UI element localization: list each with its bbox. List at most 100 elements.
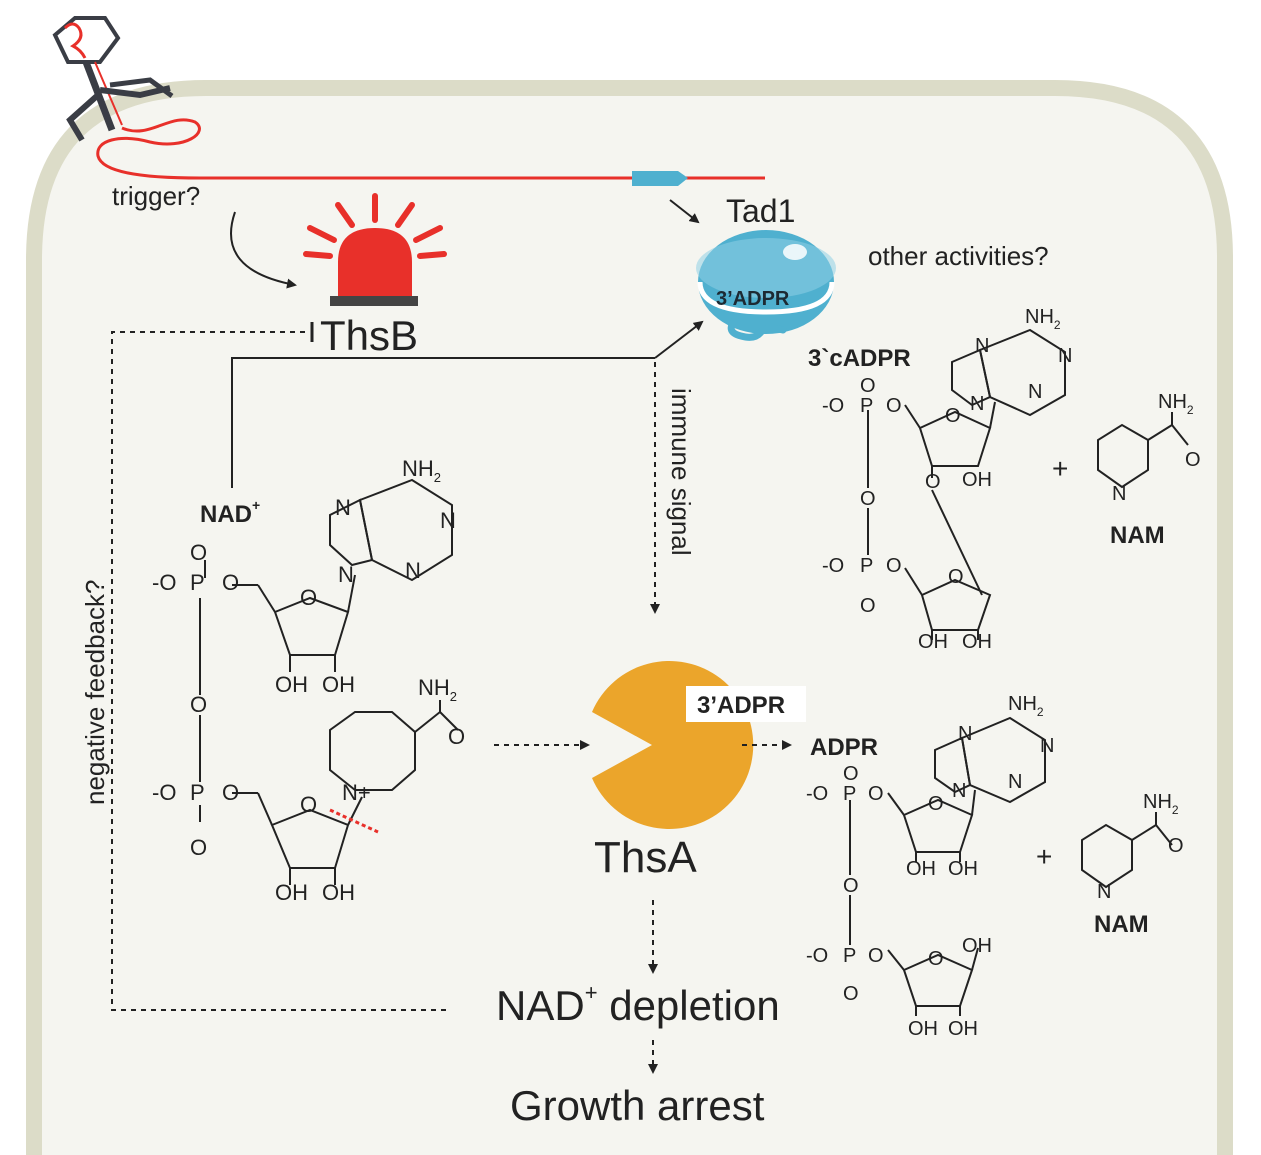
- svg-text:OH: OH: [948, 1018, 978, 1040]
- alarm-icon: [303, 193, 447, 306]
- svg-text:N: N: [1028, 381, 1042, 403]
- svg-text:N: N: [1008, 771, 1022, 793]
- svg-text:N: N: [335, 495, 351, 520]
- cadpr-atoms: NH2 N N N N O -O P O O O O OH -O P O O O…: [822, 306, 1201, 653]
- svg-text:N: N: [405, 558, 421, 583]
- svg-text:O: O: [843, 763, 859, 785]
- svg-text:OH: OH: [908, 1018, 938, 1040]
- svg-text:O: O: [860, 375, 876, 397]
- svg-text:OH: OH: [948, 858, 978, 880]
- thsa-product-box: [686, 686, 806, 722]
- svg-text:O: O: [222, 570, 239, 595]
- svg-text:N: N: [975, 335, 989, 357]
- svg-text:O: O: [860, 595, 876, 617]
- svg-text:-O: -O: [806, 945, 828, 967]
- svg-text:P: P: [860, 555, 873, 577]
- signal-to-tad1-arrow: [654, 320, 704, 359]
- svg-text:N: N: [440, 508, 456, 533]
- nad-structure: [199, 478, 459, 885]
- svg-text:P: P: [860, 395, 873, 417]
- svg-text:O: O: [928, 793, 944, 815]
- thsb-to-signal-line: [231, 357, 655, 488]
- svg-text:OH: OH: [906, 858, 936, 880]
- tad1-label: Tad1: [726, 193, 795, 229]
- svg-text:O: O: [190, 540, 207, 565]
- svg-text:OH: OH: [918, 631, 948, 653]
- thsb-label: ThsB: [320, 312, 418, 359]
- svg-text:O: O: [843, 875, 859, 897]
- svg-text:+: +: [1036, 841, 1052, 872]
- thsa-label: ThsA: [594, 833, 697, 882]
- tad1-protein: [696, 230, 836, 341]
- svg-text:O: O: [190, 835, 207, 860]
- svg-text:NH2: NH2: [402, 456, 441, 485]
- immune-signal-label: immune signal: [666, 388, 696, 556]
- svg-text:O: O: [448, 724, 465, 749]
- svg-text:+: +: [1052, 453, 1068, 484]
- svg-text:O: O: [222, 780, 239, 805]
- thsa-product-label: 3’ADPR: [697, 692, 785, 719]
- svg-text:-O: -O: [806, 783, 828, 805]
- svg-text:OH: OH: [322, 672, 355, 697]
- trigger-label: trigger?: [112, 181, 200, 211]
- trigger-arrow: [230, 211, 297, 289]
- svg-text:O: O: [948, 566, 964, 588]
- phage-dna: [96, 118, 635, 180]
- svg-text:O: O: [1168, 835, 1184, 857]
- svg-text:O: O: [868, 945, 884, 967]
- svg-text:-O: -O: [152, 780, 176, 805]
- nad-label: NAD+: [200, 497, 260, 528]
- svg-text:P: P: [190, 570, 205, 595]
- svg-text:-O: -O: [822, 555, 844, 577]
- svg-text:-O: -O: [822, 395, 844, 417]
- adpr-structure: [849, 716, 1173, 1016]
- tad1-expression-arrow: [669, 199, 700, 224]
- svg-text:OH: OH: [962, 469, 992, 491]
- nam-top-label: NAM: [1110, 522, 1165, 549]
- svg-text:N: N: [958, 723, 972, 745]
- svg-text:O: O: [928, 948, 944, 970]
- svg-text:N+: N+: [342, 780, 371, 805]
- svg-text:OH: OH: [962, 631, 992, 653]
- svg-text:N: N: [1097, 881, 1111, 903]
- svg-text:O: O: [886, 395, 902, 417]
- negative-feedback-line: [111, 331, 446, 1011]
- cleavage-site: [329, 808, 379, 834]
- adpr-label: ADPR: [810, 734, 878, 761]
- nad-depletion-label: NAD+ depletion: [496, 980, 780, 1029]
- svg-text:O: O: [925, 471, 941, 493]
- negative-feedback-label: negative feedback?: [80, 579, 110, 805]
- svg-text:N: N: [1040, 735, 1054, 757]
- svg-text:OH: OH: [275, 672, 308, 697]
- svg-text:OH: OH: [275, 880, 308, 905]
- cadpr-structure: [867, 328, 1189, 640]
- nad-atoms: NH2 N N N N O -O P O O O -O P O O OH OH …: [152, 456, 465, 905]
- svg-text:NH2: NH2: [1008, 693, 1044, 719]
- svg-text:P: P: [190, 780, 205, 805]
- svg-text:O: O: [1185, 449, 1201, 471]
- svg-text:O: O: [945, 405, 961, 427]
- svg-text:NH2: NH2: [1158, 391, 1194, 417]
- svg-text:-O: -O: [152, 570, 176, 595]
- svg-text:O: O: [886, 555, 902, 577]
- nam-bottom-label: NAM: [1094, 911, 1149, 938]
- svg-text:O: O: [843, 983, 859, 1005]
- svg-text:N: N: [952, 780, 966, 802]
- phage-icon: [52, 16, 174, 142]
- svg-text:O: O: [300, 585, 317, 610]
- svg-text:N: N: [970, 393, 984, 415]
- svg-text:O: O: [300, 792, 317, 817]
- other-activities-label: other activities?: [868, 241, 1049, 271]
- tad1-bound-label: 3’ADPR: [716, 288, 790, 310]
- svg-text:NH2: NH2: [1143, 791, 1179, 817]
- svg-text:O: O: [190, 692, 207, 717]
- svg-text:N: N: [1058, 345, 1072, 367]
- svg-text:N: N: [1112, 483, 1126, 505]
- adpr-atoms: NH2 N N N N O -O P O O O OH OH -O P O O …: [806, 693, 1184, 1040]
- svg-text:OH: OH: [322, 880, 355, 905]
- tad1-gene: [632, 171, 688, 186]
- svg-text:NH2: NH2: [1025, 306, 1061, 332]
- growth-arrest-label: Growth arrest: [510, 1082, 765, 1129]
- svg-text:P: P: [843, 945, 856, 967]
